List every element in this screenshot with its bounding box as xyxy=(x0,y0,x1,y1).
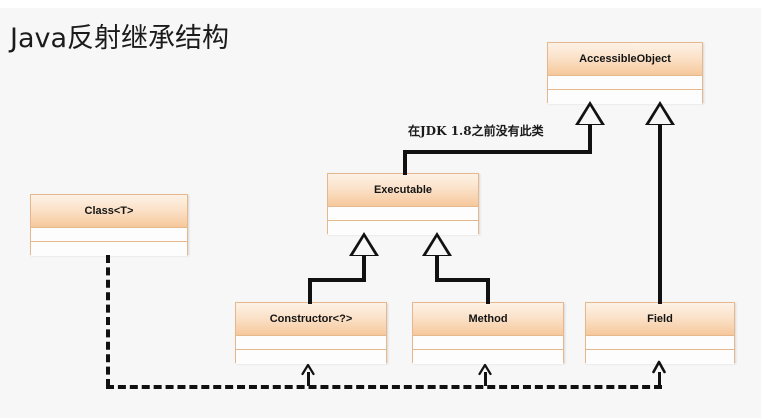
class-methods-compartment xyxy=(586,350,734,364)
dependency-class-t-segment-horizontal xyxy=(106,385,662,389)
generalization-executable-to-accessibleobject-segment-vertical-a xyxy=(403,150,407,175)
generalization-method-to-executable-segment-vertical-a xyxy=(486,278,490,304)
class-attributes-compartment xyxy=(413,336,563,350)
class-methods-compartment xyxy=(548,90,702,104)
class-attributes-compartment xyxy=(31,228,187,242)
generalization-executable-to-accessibleobject-segment-vertical-b xyxy=(588,124,592,152)
class-name-method: Method xyxy=(413,303,563,336)
dependency-riser-constructor xyxy=(307,372,310,386)
class-name-accessible-object: AccessibleObject xyxy=(548,43,702,76)
class-name-class-t: Class<T> xyxy=(31,195,187,228)
class-methods-compartment xyxy=(31,242,187,256)
class-box-executable[interactable]: Executable xyxy=(327,173,479,235)
class-box-constructor[interactable]: Constructor<?> xyxy=(235,302,387,364)
class-box-method[interactable]: Method xyxy=(412,302,564,364)
dependency-riser-field xyxy=(658,372,661,386)
canvas-top-strip xyxy=(0,0,761,8)
class-attributes-compartment xyxy=(548,76,702,90)
page-title: Java反射继承结构 xyxy=(10,23,230,54)
dependency-arrowhead-method xyxy=(478,363,492,376)
annotation-jdk-note: 在JDK 1.8之前没有此类 xyxy=(408,124,544,138)
class-methods-compartment xyxy=(236,350,386,364)
generalization-arrow-executable-to-accessibleobject-fill xyxy=(579,106,601,124)
generalization-arrow-field-to-accessibleobject-fill xyxy=(649,106,671,124)
dependency-arrowhead-field xyxy=(652,360,666,374)
generalization-method-to-executable-segment-vertical-b xyxy=(435,255,439,280)
generalization-method-to-executable-segment-horizontal xyxy=(435,278,490,282)
generalization-constructor-to-executable-segment-vertical-a xyxy=(308,278,312,304)
class-attributes-compartment xyxy=(328,207,478,221)
dependency-arrowhead-constructor xyxy=(301,363,315,376)
class-methods-compartment xyxy=(413,350,563,364)
class-name-executable: Executable xyxy=(328,174,478,207)
class-box-field[interactable]: Field xyxy=(585,302,735,364)
dependency-riser-method xyxy=(484,372,487,386)
class-box-class-t[interactable]: Class<T> xyxy=(30,194,188,256)
generalization-arrow-method-to-executable-fill xyxy=(426,237,448,255)
generalization-executable-to-accessibleobject-segment-horizontal xyxy=(403,150,592,154)
class-attributes-compartment xyxy=(586,336,734,350)
dependency-class-t-segment-vertical xyxy=(106,255,110,387)
class-methods-compartment xyxy=(328,221,478,235)
class-name-constructor: Constructor<?> xyxy=(236,303,386,336)
class-attributes-compartment xyxy=(236,336,386,350)
generalization-arrow-constructor-to-executable-fill xyxy=(353,237,375,255)
class-name-field: Field xyxy=(586,303,734,336)
class-box-accessible-object[interactable]: AccessibleObject xyxy=(547,42,703,104)
generalization-constructor-to-executable-segment-vertical-b xyxy=(362,255,366,280)
generalization-constructor-to-executable-segment-horizontal xyxy=(308,278,366,282)
generalization-field-to-accessibleobject-segment xyxy=(658,124,662,304)
